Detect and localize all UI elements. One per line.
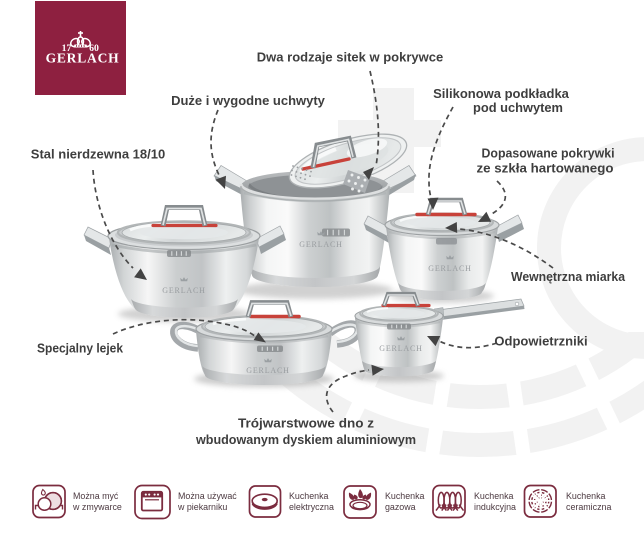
svg-text:Dwa rodzaje sitek w pokrywce: Dwa rodzaje sitek w pokrywce: [257, 50, 443, 65]
svg-text:Odpowietrzniki: Odpowietrzniki: [494, 334, 587, 349]
svg-text:Stal nierdzewna 18/10: Stal nierdzewna 18/10: [31, 147, 165, 162]
svg-text:Specjalny lejek: Specjalny lejek: [37, 341, 124, 356]
svg-text:Można myć: Można myć: [73, 491, 119, 501]
svg-text:GERLACH: GERLACH: [428, 264, 471, 273]
svg-text:wbudowanym dyskiem aluminiowym: wbudowanym dyskiem aluminiowym: [195, 432, 416, 447]
svg-text:Kuchenka: Kuchenka: [385, 491, 425, 501]
svg-text:w piekarniku: w piekarniku: [177, 502, 227, 512]
svg-text:Wewnętrzna miarka: Wewnętrzna miarka: [511, 269, 626, 284]
svg-text:GERLACH: GERLACH: [246, 366, 289, 375]
svg-text:GERLACH: GERLACH: [46, 51, 120, 66]
svg-text:Kuchenka: Kuchenka: [289, 491, 329, 501]
svg-text:Kuchenka: Kuchenka: [474, 491, 514, 501]
svg-text:gazowa: gazowa: [385, 502, 416, 512]
svg-text:Trójwarstwowe dno z: Trójwarstwowe dno z: [238, 416, 375, 431]
svg-text:elektryczna: elektryczna: [289, 502, 334, 512]
svg-text:Duże i wygodne uchwyty: Duże i wygodne uchwyty: [171, 93, 326, 108]
svg-text:Można używać: Można używać: [178, 491, 237, 501]
svg-text:indukcyjna: indukcyjna: [474, 502, 516, 512]
svg-text:GERLACH: GERLACH: [299, 240, 342, 249]
svg-text:GERLACH: GERLACH: [162, 286, 205, 295]
svg-text:Kuchenka: Kuchenka: [566, 491, 606, 501]
svg-text:w zmywarce: w zmywarce: [72, 502, 122, 512]
svg-text:Dopasowane pokrywki: Dopasowane pokrywki: [482, 146, 615, 161]
svg-text:Silikonowa podkładka: Silikonowa podkładka: [433, 86, 570, 101]
svg-text:GERLACH: GERLACH: [379, 344, 422, 353]
svg-text:ceramiczna: ceramiczna: [566, 502, 611, 512]
svg-text:ze szkła hartowanego: ze szkła hartowanego: [477, 161, 614, 176]
svg-text:pod uchwytem: pod uchwytem: [473, 100, 563, 115]
